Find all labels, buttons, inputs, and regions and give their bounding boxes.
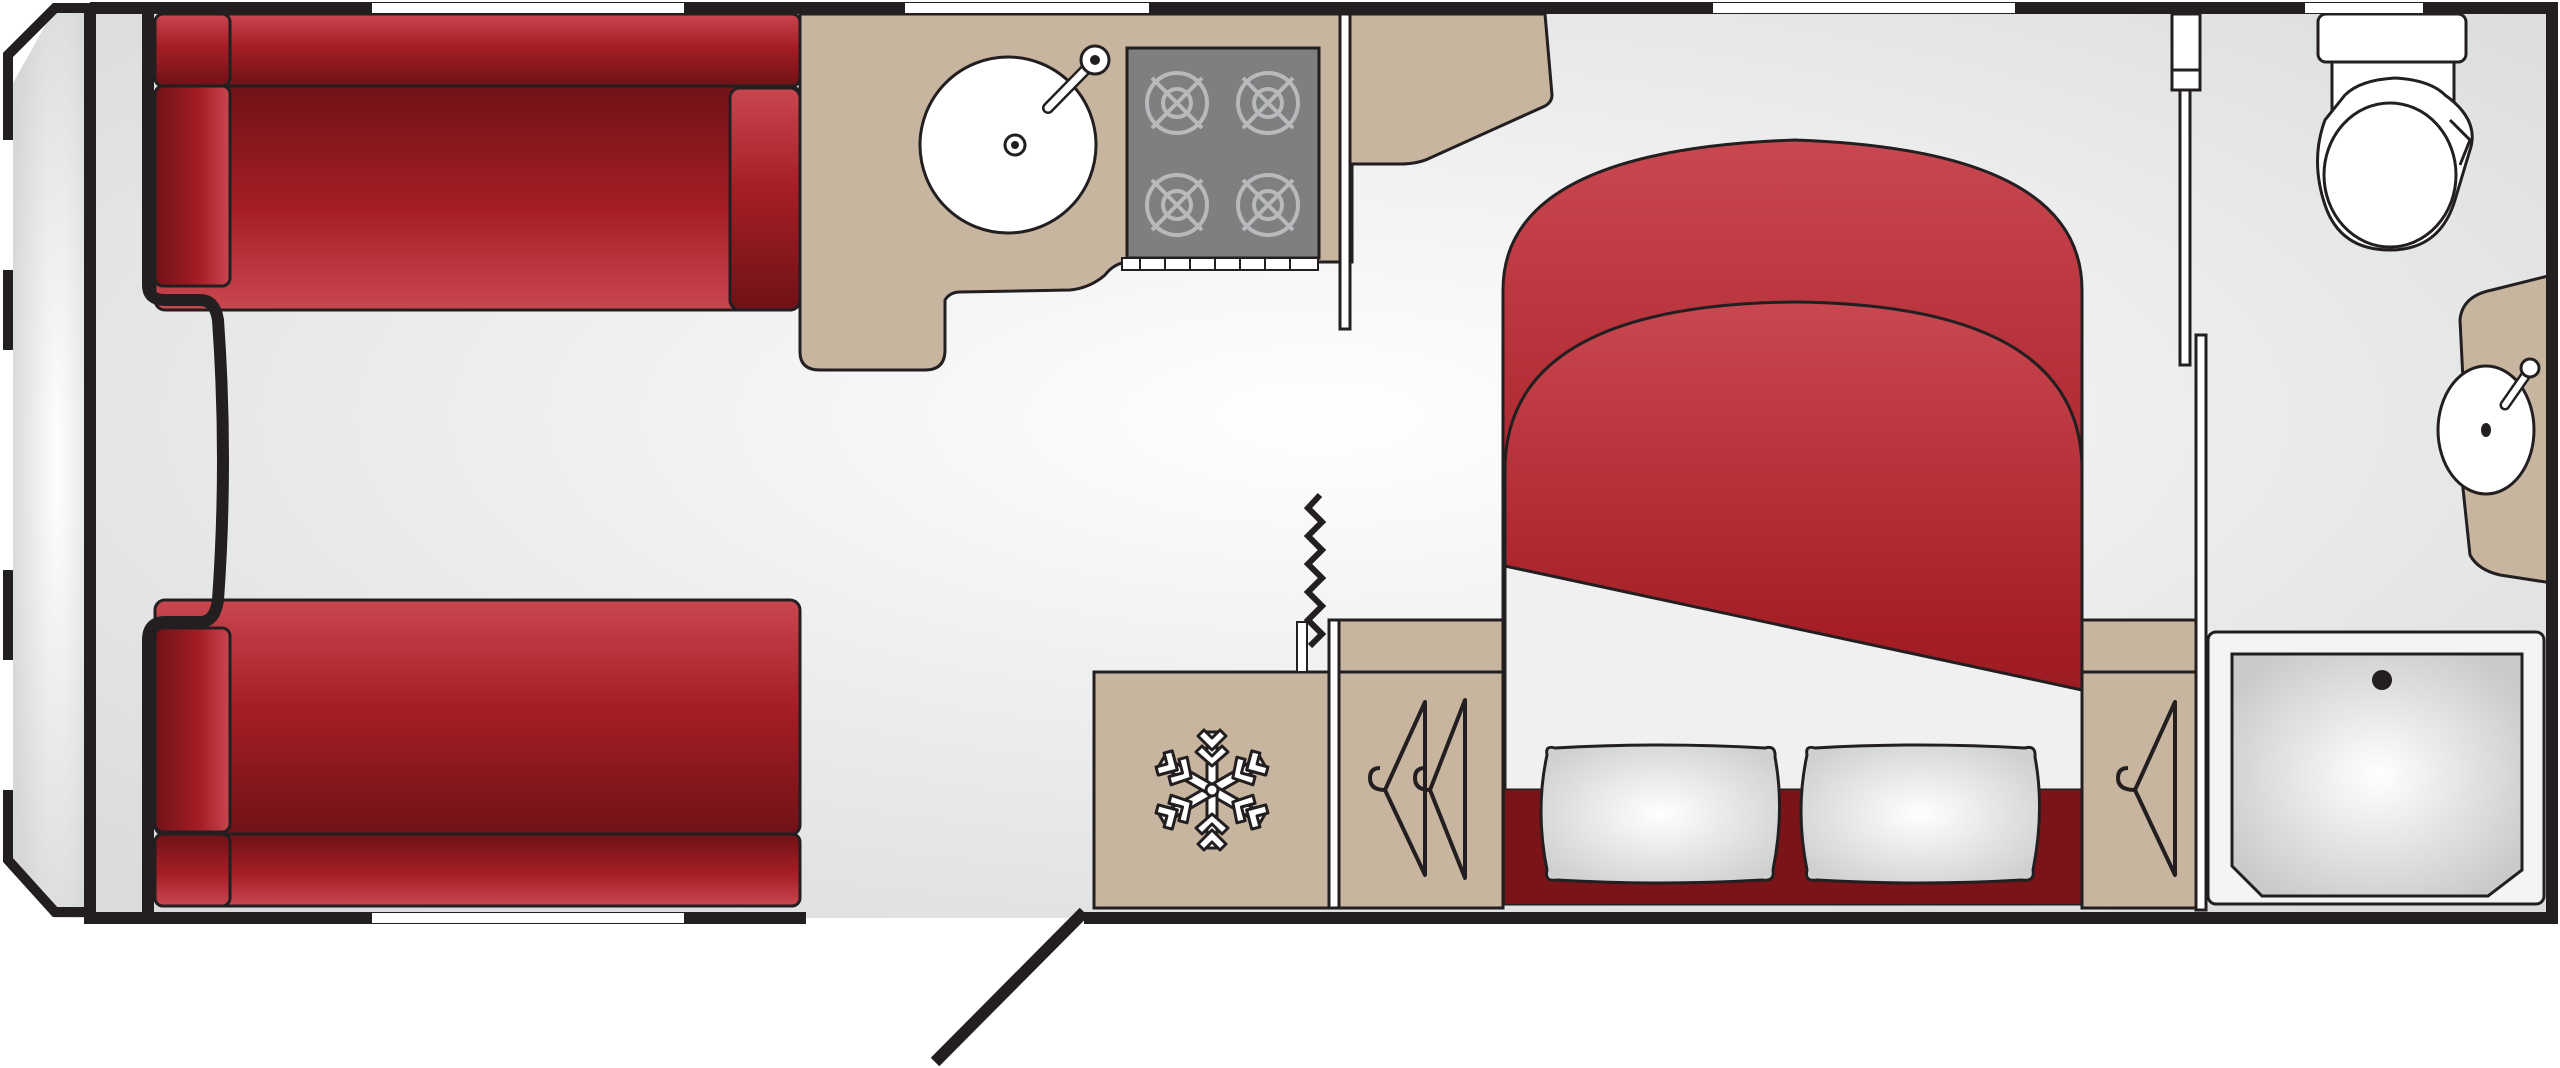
pillow-icon bbox=[1539, 743, 1782, 885]
window bbox=[3, 350, 13, 570]
kitchen bbox=[798, 12, 1554, 372]
sofa-end-cushion-top bbox=[728, 86, 802, 312]
snowflake-icon bbox=[1150, 728, 1274, 852]
sofa-arm-top-left bbox=[153, 12, 232, 88]
window bbox=[372, 3, 684, 13]
coat-hanger-icon bbox=[1368, 698, 1467, 880]
window bbox=[2305, 3, 2423, 13]
island-bed bbox=[1501, 138, 2084, 906]
front-wall-recess bbox=[142, 8, 229, 918]
shower-tray-icon bbox=[2206, 630, 2546, 906]
sink-icon bbox=[918, 44, 1111, 235]
kitchen-partition bbox=[1338, 12, 1352, 331]
window bbox=[372, 913, 684, 923]
sofa-seat-bottom bbox=[153, 598, 802, 837]
washroom bbox=[2170, 12, 2554, 912]
sofa-back-bottom bbox=[153, 832, 802, 908]
washbasin-icon bbox=[2436, 357, 2541, 496]
fridge bbox=[1092, 621, 1331, 910]
sofa-arm-bottom-left bbox=[153, 832, 232, 908]
window bbox=[905, 3, 1149, 13]
windows bbox=[3, 3, 2423, 923]
sofa-side-cushion-top bbox=[153, 84, 232, 288]
window bbox=[3, 140, 13, 270]
curtain bbox=[1303, 492, 1327, 649]
toilet-icon bbox=[2316, 12, 2474, 252]
front-lounge bbox=[142, 8, 802, 918]
sofa-side-cushion-bottom bbox=[153, 626, 232, 834]
window bbox=[3, 660, 13, 790]
sofa-seat-top bbox=[153, 84, 802, 312]
coat-hanger-icon bbox=[2116, 700, 2177, 877]
wardrobe bbox=[1303, 492, 1505, 910]
pillow-icon bbox=[1799, 743, 2042, 885]
wardrobe bbox=[2080, 618, 2198, 910]
hob-burner-icon bbox=[1121, 46, 1321, 271]
sofa-back-top bbox=[153, 12, 802, 88]
window bbox=[1713, 3, 2015, 13]
